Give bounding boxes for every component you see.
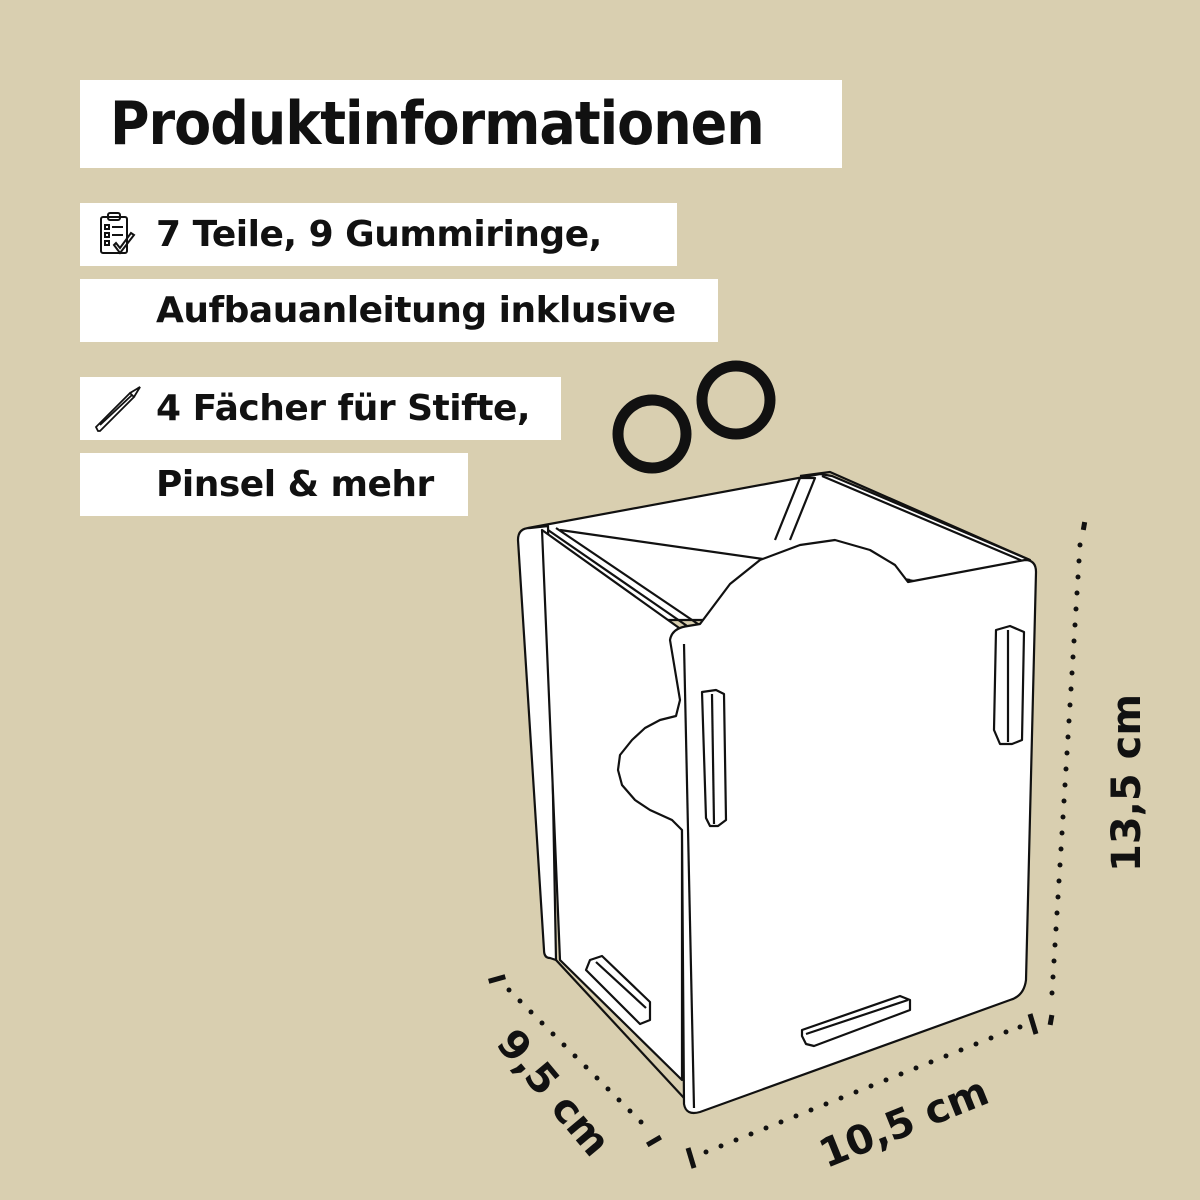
feature-text: 4 Fächer für Stifte, [156,388,531,429]
dimension-label-height: 13,5 cm [1104,693,1151,873]
feature-parts-line2: Aufbauanleitung inklusive [80,279,718,342]
page-title: Produktinformationen [80,80,842,168]
feature-compartments-line2: Pinsel & mehr [80,453,468,516]
feature-parts-line1: 7 Teile, 9 Gummiringe, [80,203,677,266]
title-text: Produktinformationen [110,89,765,159]
rubber-ring-icon [612,360,776,474]
dimension-line-height [1047,521,1088,1026]
dimension-dots-height [1049,542,1083,996]
dimension-dots-depth [488,974,663,1148]
feature-text: Pinsel & mehr [156,464,434,505]
pencil-icon [94,386,141,432]
feature-text: Aufbauanleitung inklusive [156,290,676,331]
feature-text: 7 Teile, 9 Gummiringe, [156,214,602,255]
clipboard-checklist-icon [100,212,136,255]
dimension-dots-width [685,1013,1039,1169]
feature-compartments-line1: 4 Fächer für Stifte, [80,377,561,440]
